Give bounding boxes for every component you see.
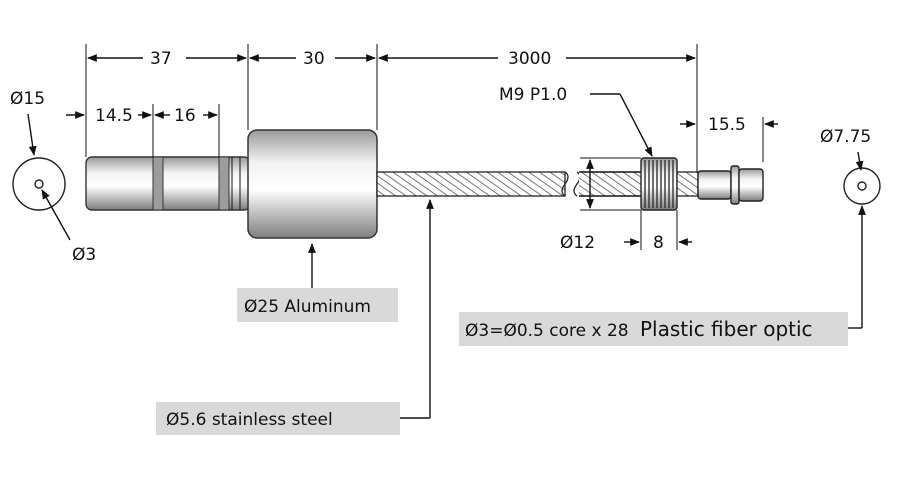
- left-end-view: [12, 113, 71, 241]
- dim-30-label: 30: [303, 49, 325, 69]
- fiber-label-suffix: Plastic fiber optic: [640, 317, 813, 341]
- probe-plug: [85, 156, 251, 211]
- dim-37-label: 37: [150, 49, 172, 69]
- steel-callout-leader: [400, 199, 434, 419]
- right-end-view: [843, 151, 881, 205]
- fiber-label-prefix: Ø3=Ø0.5 core x 28: [465, 321, 629, 341]
- dim-8-label: 8: [653, 233, 664, 253]
- dim-15-5-label: 15.5: [708, 115, 746, 135]
- dia12-label: Ø12: [560, 233, 595, 253]
- aluminum-body: [247, 129, 378, 239]
- dim-14-5-label: 14.5: [95, 106, 133, 126]
- fiber-label-box: [459, 312, 848, 346]
- dia7-75-label: Ø7.75: [820, 127, 871, 147]
- steel-label: Ø5.6 stainless steel: [166, 410, 333, 430]
- thread-label: M9 P1.0: [499, 85, 567, 105]
- plug-dimension-lines: [66, 104, 220, 157]
- tip-dimension-lines: [680, 117, 778, 162]
- aluminum-label: Ø25 Aluminum: [244, 297, 371, 317]
- threaded-section: [676, 171, 699, 197]
- knurled-nut: [640, 157, 678, 211]
- steel-label-box: [156, 402, 400, 435]
- dim-16-label: 16: [174, 106, 196, 126]
- nut-dimension-lines: [580, 157, 692, 250]
- dim-3000-label: 3000: [508, 49, 551, 69]
- top-dimension-lines: [85, 44, 698, 172]
- fiber-label: Ø3=Ø0.5 core x 28 Plastic fiber optic: [465, 317, 813, 341]
- stainless-shaft: [376, 171, 641, 197]
- fiber-tip: [697, 165, 764, 205]
- dia15-label: Ø15: [10, 89, 45, 109]
- aluminum-label-box: [237, 288, 398, 322]
- thread-callout-leader: [590, 93, 653, 157]
- fiber-callout-leader: [848, 205, 866, 329]
- dia3-label: Ø3: [72, 245, 96, 265]
